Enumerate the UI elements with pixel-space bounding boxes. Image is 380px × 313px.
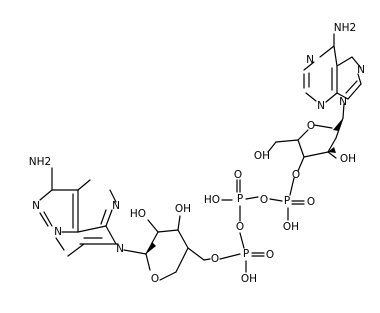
label-o-ring-top: O (307, 120, 315, 132)
label-n-bottom-3: N (54, 226, 62, 238)
label-n-bottom-9: N (116, 243, 124, 255)
label-n-bottom-7: N (112, 200, 120, 212)
bottom-adenine (39, 167, 119, 257)
label-p-right: P (284, 195, 290, 207)
top-ribose (267, 117, 344, 172)
atom-labels: NH2 N N N N O OH OH O P O OH O P O HO O … (29, 22, 365, 285)
label-oh-p-lower: OH (241, 273, 257, 285)
bottom-ribose (123, 215, 211, 281)
label-oh-p-right: OH (283, 221, 299, 233)
label-o-p-middle: O (234, 169, 242, 181)
label-n-bottom-1: N (32, 200, 40, 212)
label-o-ring-bottom: O (151, 273, 159, 285)
label-o-bridge-2: O (236, 221, 244, 233)
label-ho-p-middle: HO (204, 194, 220, 206)
label-nh2-bottom: NH2 (29, 156, 51, 168)
label-o-p-lower: O (266, 249, 274, 261)
label-n-top-1: N (306, 54, 314, 66)
label-o-bridge-1: O (260, 194, 268, 206)
phosphate-chain (219, 177, 305, 273)
label-o-link-top: O (292, 169, 300, 181)
label-ho-bottom: HO (130, 208, 146, 220)
top-adenine (303, 33, 362, 119)
label-o-link-bottom: O (211, 253, 219, 265)
label-oh-bottom: OH (175, 203, 191, 215)
label-oh-top-ch2: OH (254, 150, 270, 162)
label-n-top-3: N (317, 100, 325, 112)
label-o-p-right: O (307, 196, 315, 208)
label-p-lower: P (243, 248, 249, 260)
label-p-middle: P (237, 193, 243, 205)
label-n-top-7: N (357, 64, 365, 76)
label-nh2-top: NH2 (334, 22, 356, 34)
label-oh-top-sugar: OH (340, 153, 356, 165)
label-n-top-9: N (339, 96, 347, 108)
